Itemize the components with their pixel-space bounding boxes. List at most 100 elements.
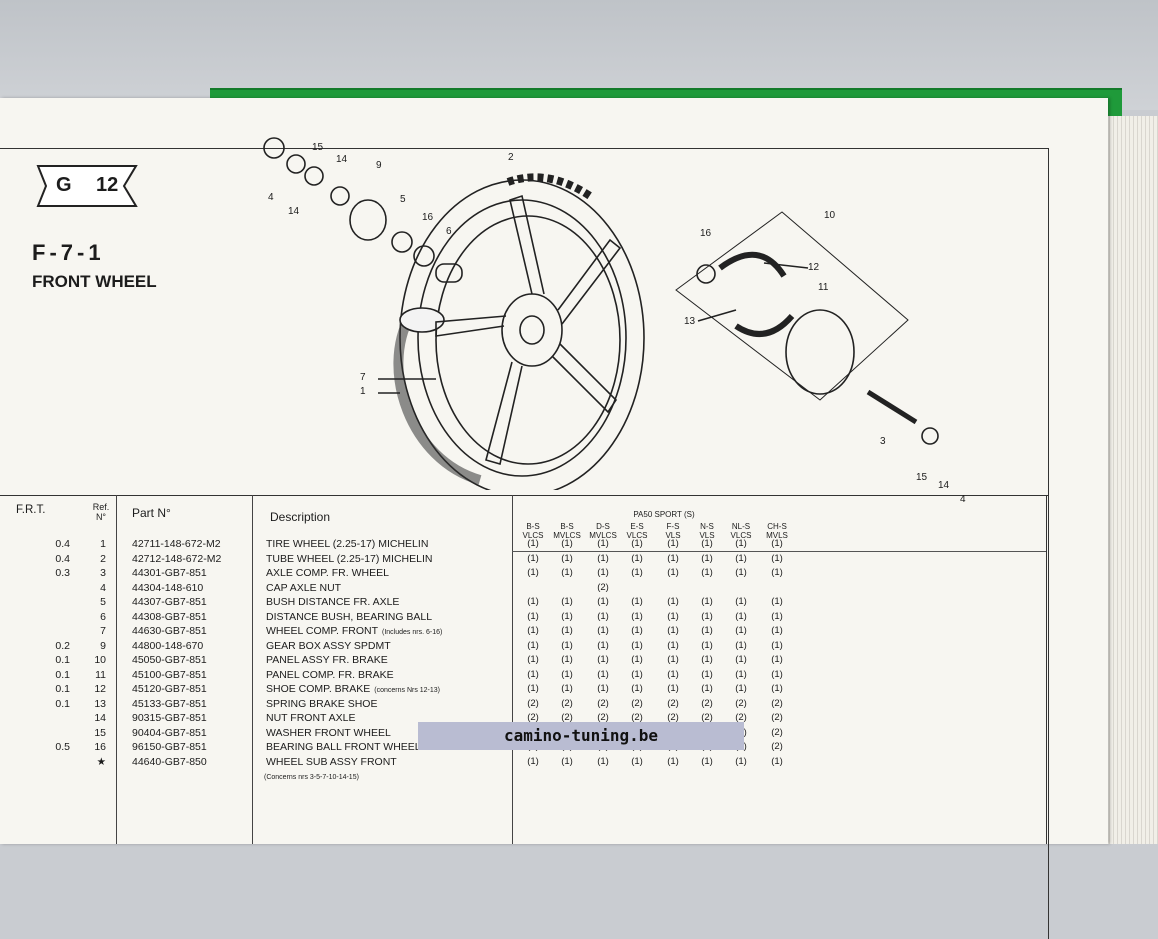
- cell-quantity: (2): [561, 697, 573, 709]
- cell-ref-no: 1: [100, 538, 106, 550]
- cell-description: PANEL ASSY FR. BRAKE: [266, 654, 388, 666]
- cell-quantity: (1): [527, 668, 539, 680]
- page-frame: [0, 148, 1049, 939]
- cell-quantity: (1): [771, 683, 783, 694]
- cell-part-no: 45050-GB7-851: [132, 654, 207, 666]
- cell-quantity: (1): [561, 610, 573, 622]
- nut-left-2: [330, 186, 350, 206]
- cell-quantity: (1): [771, 552, 783, 564]
- callout-12: 12: [808, 262, 820, 273]
- callout-16: 16: [700, 228, 712, 239]
- callout-3: 3: [880, 436, 886, 447]
- table-top-rule: [0, 495, 1048, 496]
- stacked-page-edges: [1098, 116, 1158, 844]
- cell-quantity: (1): [701, 610, 713, 622]
- leader-13: [697, 309, 737, 322]
- axle: [866, 389, 918, 425]
- cell-description: WHEEL SUB ASSY FRONT: [266, 755, 397, 768]
- cell-quantity: (1): [701, 596, 713, 607]
- cell-quantity: (1): [597, 755, 609, 767]
- exploded-wheel-diagram: [263, 137, 939, 490]
- cell-quantity: (1): [561, 654, 573, 665]
- hub-outer: [501, 293, 563, 367]
- cell-quantity: (1): [597, 683, 609, 694]
- washer-right: [921, 427, 939, 445]
- cell-description: GEAR BOX ASSY SPDMT: [266, 639, 391, 652]
- cell-description: SHOE COMP. BRAKE(concerns Nrs 12-13): [266, 683, 441, 695]
- cell-quantity: (1): [631, 538, 643, 549]
- cell-frt: 0.1: [55, 683, 70, 695]
- header-frt: F.R.T.: [16, 504, 46, 516]
- cell-quantity: (1): [735, 625, 747, 636]
- site-watermark: camino-tuning.be: [418, 722, 744, 750]
- cell-ref-no: 2: [100, 552, 106, 565]
- cell-quantity: (2): [771, 697, 783, 709]
- cell-quantity: (1): [771, 596, 783, 607]
- cell-quantity: (1): [735, 639, 747, 651]
- cell-quantity: (1): [597, 668, 609, 680]
- col-divider-ref: [116, 495, 117, 844]
- cell-quantity: (1): [597, 625, 609, 636]
- cell-quantity: (1): [631, 567, 643, 578]
- rim-outline: [417, 199, 627, 477]
- cell-description: BEARING BALL FRONT WHEEL: [266, 741, 421, 753]
- cell-quantity: (1): [771, 625, 783, 636]
- callout-14: 14: [938, 480, 950, 491]
- spoke-2: [557, 238, 622, 325]
- cell-quantity: (1): [735, 610, 747, 622]
- cell-frt: 0.3: [55, 567, 70, 579]
- cell-quantity: (1): [527, 654, 539, 665]
- cell-quantity: (1): [701, 683, 713, 694]
- cell-part-no: 44304-148-610: [132, 581, 204, 594]
- cell-description: CAP AXLE NUT: [266, 581, 342, 594]
- cell-quantity: (1): [631, 596, 643, 607]
- cap-nut-left: [263, 137, 285, 159]
- cell-quantity: (1): [667, 610, 679, 622]
- cell-ref-no: 10: [94, 654, 106, 666]
- cell-ref-no: 6: [100, 610, 106, 623]
- cell-quantity: (1): [735, 668, 747, 680]
- header-model-group: PA50 SPORT (S): [633, 510, 695, 519]
- cell-quantity: (1): [735, 596, 747, 607]
- cell-part-no: 44800-148-670: [132, 639, 204, 652]
- cell-quantity: (1): [527, 683, 539, 694]
- callout-16: 16: [422, 212, 434, 223]
- cell-part-no: 90315-GB7-851: [132, 712, 207, 724]
- cell-quantity: (1): [561, 567, 573, 578]
- cell-quantity: (1): [597, 567, 609, 578]
- callout-5: 5: [400, 194, 406, 205]
- hub-inner: [519, 315, 545, 345]
- cell-quantity: (1): [631, 654, 643, 665]
- header-ref: Ref.N°: [92, 502, 110, 522]
- cell-quantity: (1): [597, 596, 609, 607]
- figure-title: FRONT WHEEL: [32, 272, 157, 291]
- cell-quantity: (2): [597, 697, 609, 709]
- callout-11: 11: [818, 282, 829, 293]
- model-header-rule: [512, 551, 1046, 552]
- cell-quantity: (1): [527, 567, 539, 578]
- cell-quantity: (1): [701, 668, 713, 680]
- cell-quantity: (1): [527, 538, 539, 549]
- brake-frame: [675, 211, 909, 401]
- callout-14: 14: [336, 154, 348, 165]
- callout-9: 9: [376, 160, 382, 171]
- cell-quantity: (1): [735, 567, 747, 578]
- cell-quantity: (1): [701, 625, 713, 636]
- spoke-1: [509, 194, 545, 295]
- cell-description: WHEEL COMP. FRONT(Includes nrs. 6-16): [266, 625, 443, 637]
- rim-inner: [435, 215, 621, 465]
- spoke-3: [551, 343, 618, 414]
- cell-quantity: (2): [771, 741, 783, 752]
- cell-quantity: (1): [667, 639, 679, 651]
- cell-frt: 0.1: [55, 697, 70, 710]
- cell-description: SPRING BRAKE SHOE: [266, 697, 378, 710]
